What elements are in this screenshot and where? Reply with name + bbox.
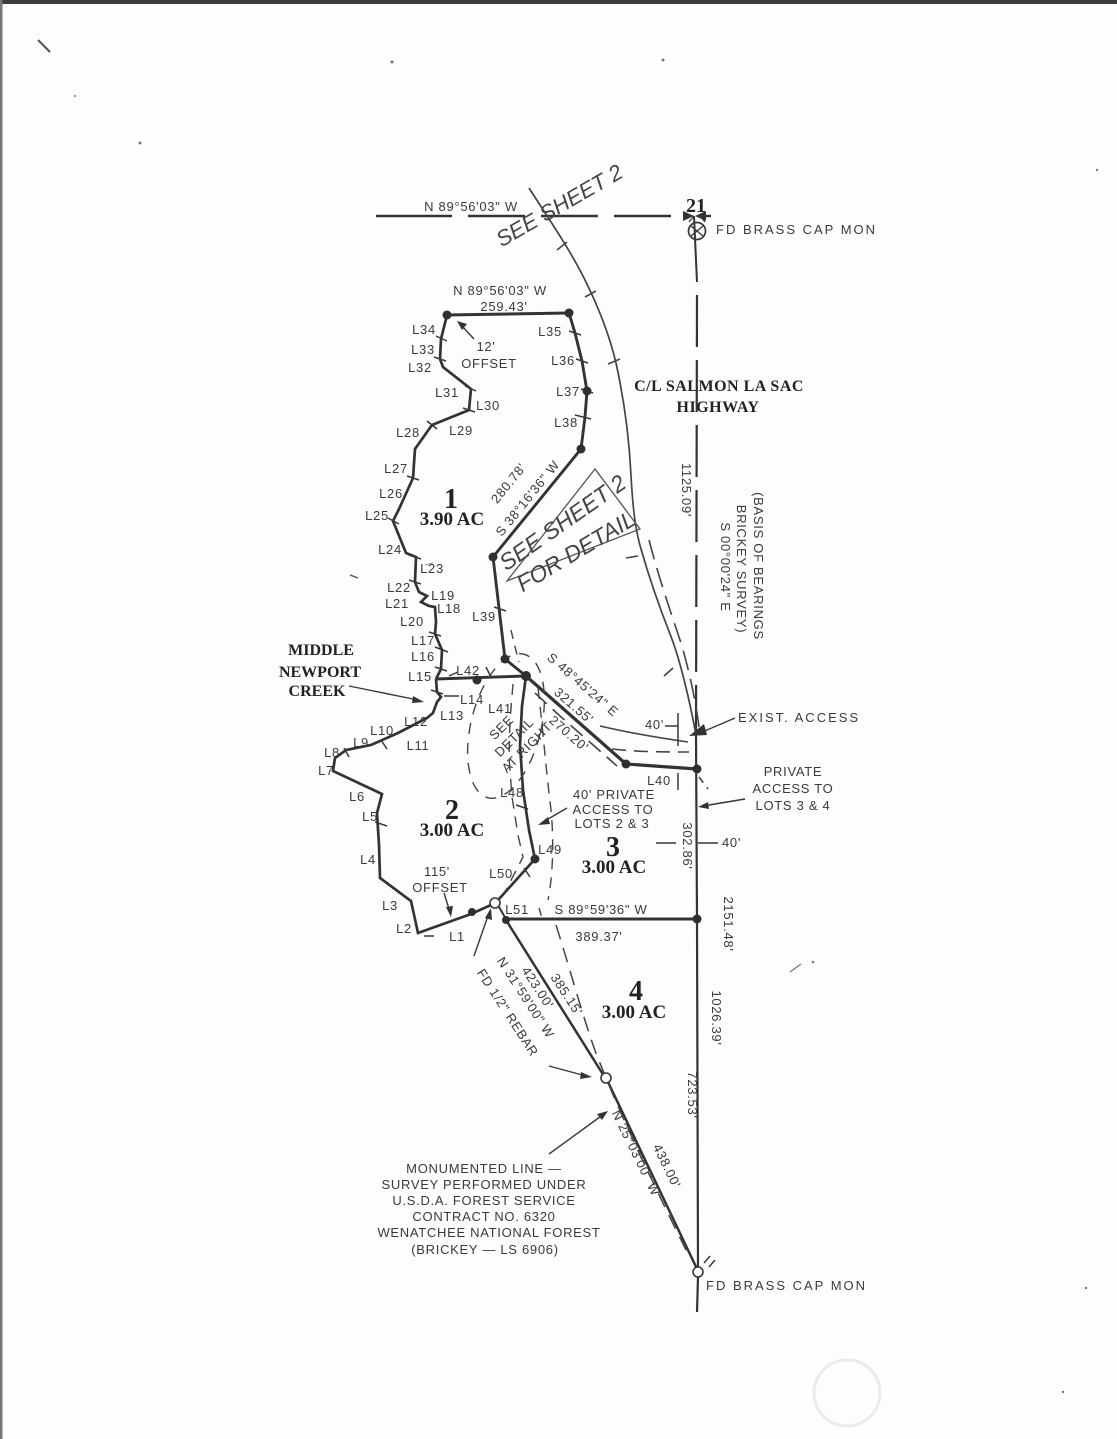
- svg-text:L15: L15: [408, 669, 432, 684]
- svg-text:L10: L10: [370, 723, 394, 738]
- svg-text:259.43': 259.43': [480, 299, 527, 314]
- svg-text:L20: L20: [400, 614, 424, 629]
- svg-text:1026.39': 1026.39': [709, 990, 724, 1045]
- svg-text:FD BRASS CAP MON: FD BRASS CAP MON: [716, 222, 877, 237]
- svg-text:L41: L41: [488, 701, 512, 716]
- svg-text:LOTS 2 & 3: LOTS 2 & 3: [575, 816, 650, 831]
- svg-text:L18: L18: [437, 601, 461, 616]
- svg-text:L22: L22: [387, 580, 411, 595]
- svg-text:L30: L30: [476, 398, 500, 413]
- svg-text:L1: L1: [449, 929, 465, 944]
- svg-text:L31: L31: [435, 385, 459, 400]
- svg-text:302.86': 302.86': [680, 822, 695, 869]
- svg-text:L32: L32: [408, 360, 432, 375]
- svg-text:L7: L7: [318, 763, 334, 778]
- svg-text:L21: L21: [385, 596, 409, 611]
- svg-text:L28: L28: [396, 425, 420, 440]
- svg-text:L48: L48: [500, 785, 524, 800]
- svg-text:21: 21: [686, 195, 706, 217]
- svg-text:L5: L5: [362, 809, 378, 824]
- svg-text:L14: L14: [460, 692, 484, 707]
- svg-text:MIDDLE: MIDDLE: [288, 642, 354, 659]
- svg-text:L34: L34: [412, 322, 436, 337]
- svg-text:723.53': 723.53': [685, 1071, 700, 1118]
- svg-text:EXIST. ACCESS: EXIST. ACCESS: [738, 710, 860, 725]
- svg-text:L36: L36: [551, 353, 575, 368]
- svg-text:SURVEY PERFORMED UNDER: SURVEY PERFORMED UNDER: [382, 1177, 587, 1192]
- svg-text:HIGHWAY: HIGHWAY: [677, 399, 760, 416]
- svg-text:115': 115': [424, 864, 450, 879]
- svg-text:L50: L50: [489, 866, 513, 881]
- svg-text:L27: L27: [384, 461, 408, 476]
- svg-text:L51: L51: [505, 902, 529, 917]
- svg-text:3.00 AC: 3.00 AC: [602, 1002, 666, 1023]
- svg-text:NEWPORT: NEWPORT: [279, 664, 361, 681]
- svg-text:(BASIS OF BEARINGS: (BASIS OF BEARINGS: [751, 492, 766, 640]
- svg-text:L29: L29: [449, 423, 473, 438]
- svg-text:2: 2: [445, 795, 459, 826]
- svg-text:3.00 AC: 3.00 AC: [582, 857, 646, 878]
- svg-text:1125.09': 1125.09': [679, 463, 694, 517]
- svg-text:L3: L3: [382, 898, 398, 913]
- svg-text:L42: L42: [456, 663, 480, 678]
- svg-text:LOTS 3 & 4: LOTS 3 & 4: [756, 798, 831, 813]
- svg-text:(BRICKEY — LS 6906): (BRICKEY — LS 6906): [411, 1242, 558, 1257]
- svg-text:389.37': 389.37': [575, 929, 622, 944]
- svg-text:OFFSET: OFFSET: [412, 880, 467, 895]
- svg-text:S 00°00'24" E: S 00°00'24" E: [718, 522, 733, 611]
- svg-text:L2: L2: [396, 921, 412, 936]
- svg-text:3: 3: [606, 832, 620, 863]
- svg-text:L13: L13: [440, 708, 464, 723]
- svg-text:FD BRASS CAP MON: FD BRASS CAP MON: [706, 1278, 867, 1293]
- svg-text:WENATCHEE NATIONAL FOREST: WENATCHEE NATIONAL FOREST: [377, 1225, 600, 1240]
- svg-text:1: 1: [444, 484, 458, 515]
- svg-text:L33: L33: [411, 342, 435, 357]
- svg-text:L39: L39: [472, 609, 496, 624]
- svg-text:S 89°59'36" W: S 89°59'36" W: [555, 902, 648, 917]
- svg-text:L19: L19: [431, 588, 455, 603]
- svg-text:L37: L37: [556, 384, 580, 399]
- svg-text:3.00 AC: 3.00 AC: [420, 820, 484, 841]
- svg-text:12': 12': [476, 339, 495, 354]
- svg-text:C/L SALMON LA SAC: C/L SALMON LA SAC: [634, 378, 804, 395]
- svg-text:L38: L38: [554, 415, 578, 430]
- svg-text:40': 40': [645, 717, 664, 732]
- svg-text:2151.48': 2151.48': [721, 896, 736, 951]
- svg-text:L40: L40: [647, 773, 671, 788]
- svg-text:L24: L24: [378, 542, 402, 557]
- svg-text:L12: L12: [404, 714, 428, 729]
- svg-text:CREEK: CREEK: [289, 683, 346, 700]
- svg-text:L17: L17: [411, 633, 435, 648]
- svg-text:L9: L9: [353, 735, 369, 750]
- svg-text:N 89°56'03" W: N 89°56'03" W: [453, 283, 547, 298]
- svg-text:L6: L6: [349, 789, 365, 804]
- svg-text:BRICKEY SURVEY): BRICKEY SURVEY): [734, 505, 749, 634]
- svg-text:ACCESS TO: ACCESS TO: [753, 781, 834, 796]
- svg-text:PRIVATE: PRIVATE: [764, 764, 823, 779]
- svg-text:L4: L4: [360, 852, 376, 867]
- svg-text:ACCESS TO: ACCESS TO: [573, 802, 654, 817]
- svg-text:40': 40': [722, 835, 741, 850]
- svg-text:MONUMENTED LINE —: MONUMENTED LINE —: [406, 1161, 562, 1176]
- svg-text:OFFSET: OFFSET: [461, 356, 516, 371]
- svg-text:CONTRACT NO. 6320: CONTRACT NO. 6320: [412, 1209, 555, 1224]
- svg-text:L11: L11: [407, 738, 430, 753]
- svg-text:40' PRIVATE: 40' PRIVATE: [573, 787, 655, 802]
- svg-text:L16: L16: [411, 649, 435, 664]
- svg-text:4: 4: [629, 976, 643, 1007]
- svg-text:L49: L49: [538, 842, 562, 857]
- svg-text:L25: L25: [365, 508, 389, 523]
- svg-text:N 89°56'03" W: N 89°56'03" W: [424, 199, 518, 214]
- svg-text:U.S.D.A. FOREST SERVICE: U.S.D.A. FOREST SERVICE: [392, 1193, 575, 1208]
- svg-text:3.90 AC: 3.90 AC: [420, 509, 484, 530]
- svg-text:L35: L35: [538, 324, 562, 339]
- svg-text:L8: L8: [324, 745, 340, 760]
- svg-text:L26: L26: [379, 486, 403, 501]
